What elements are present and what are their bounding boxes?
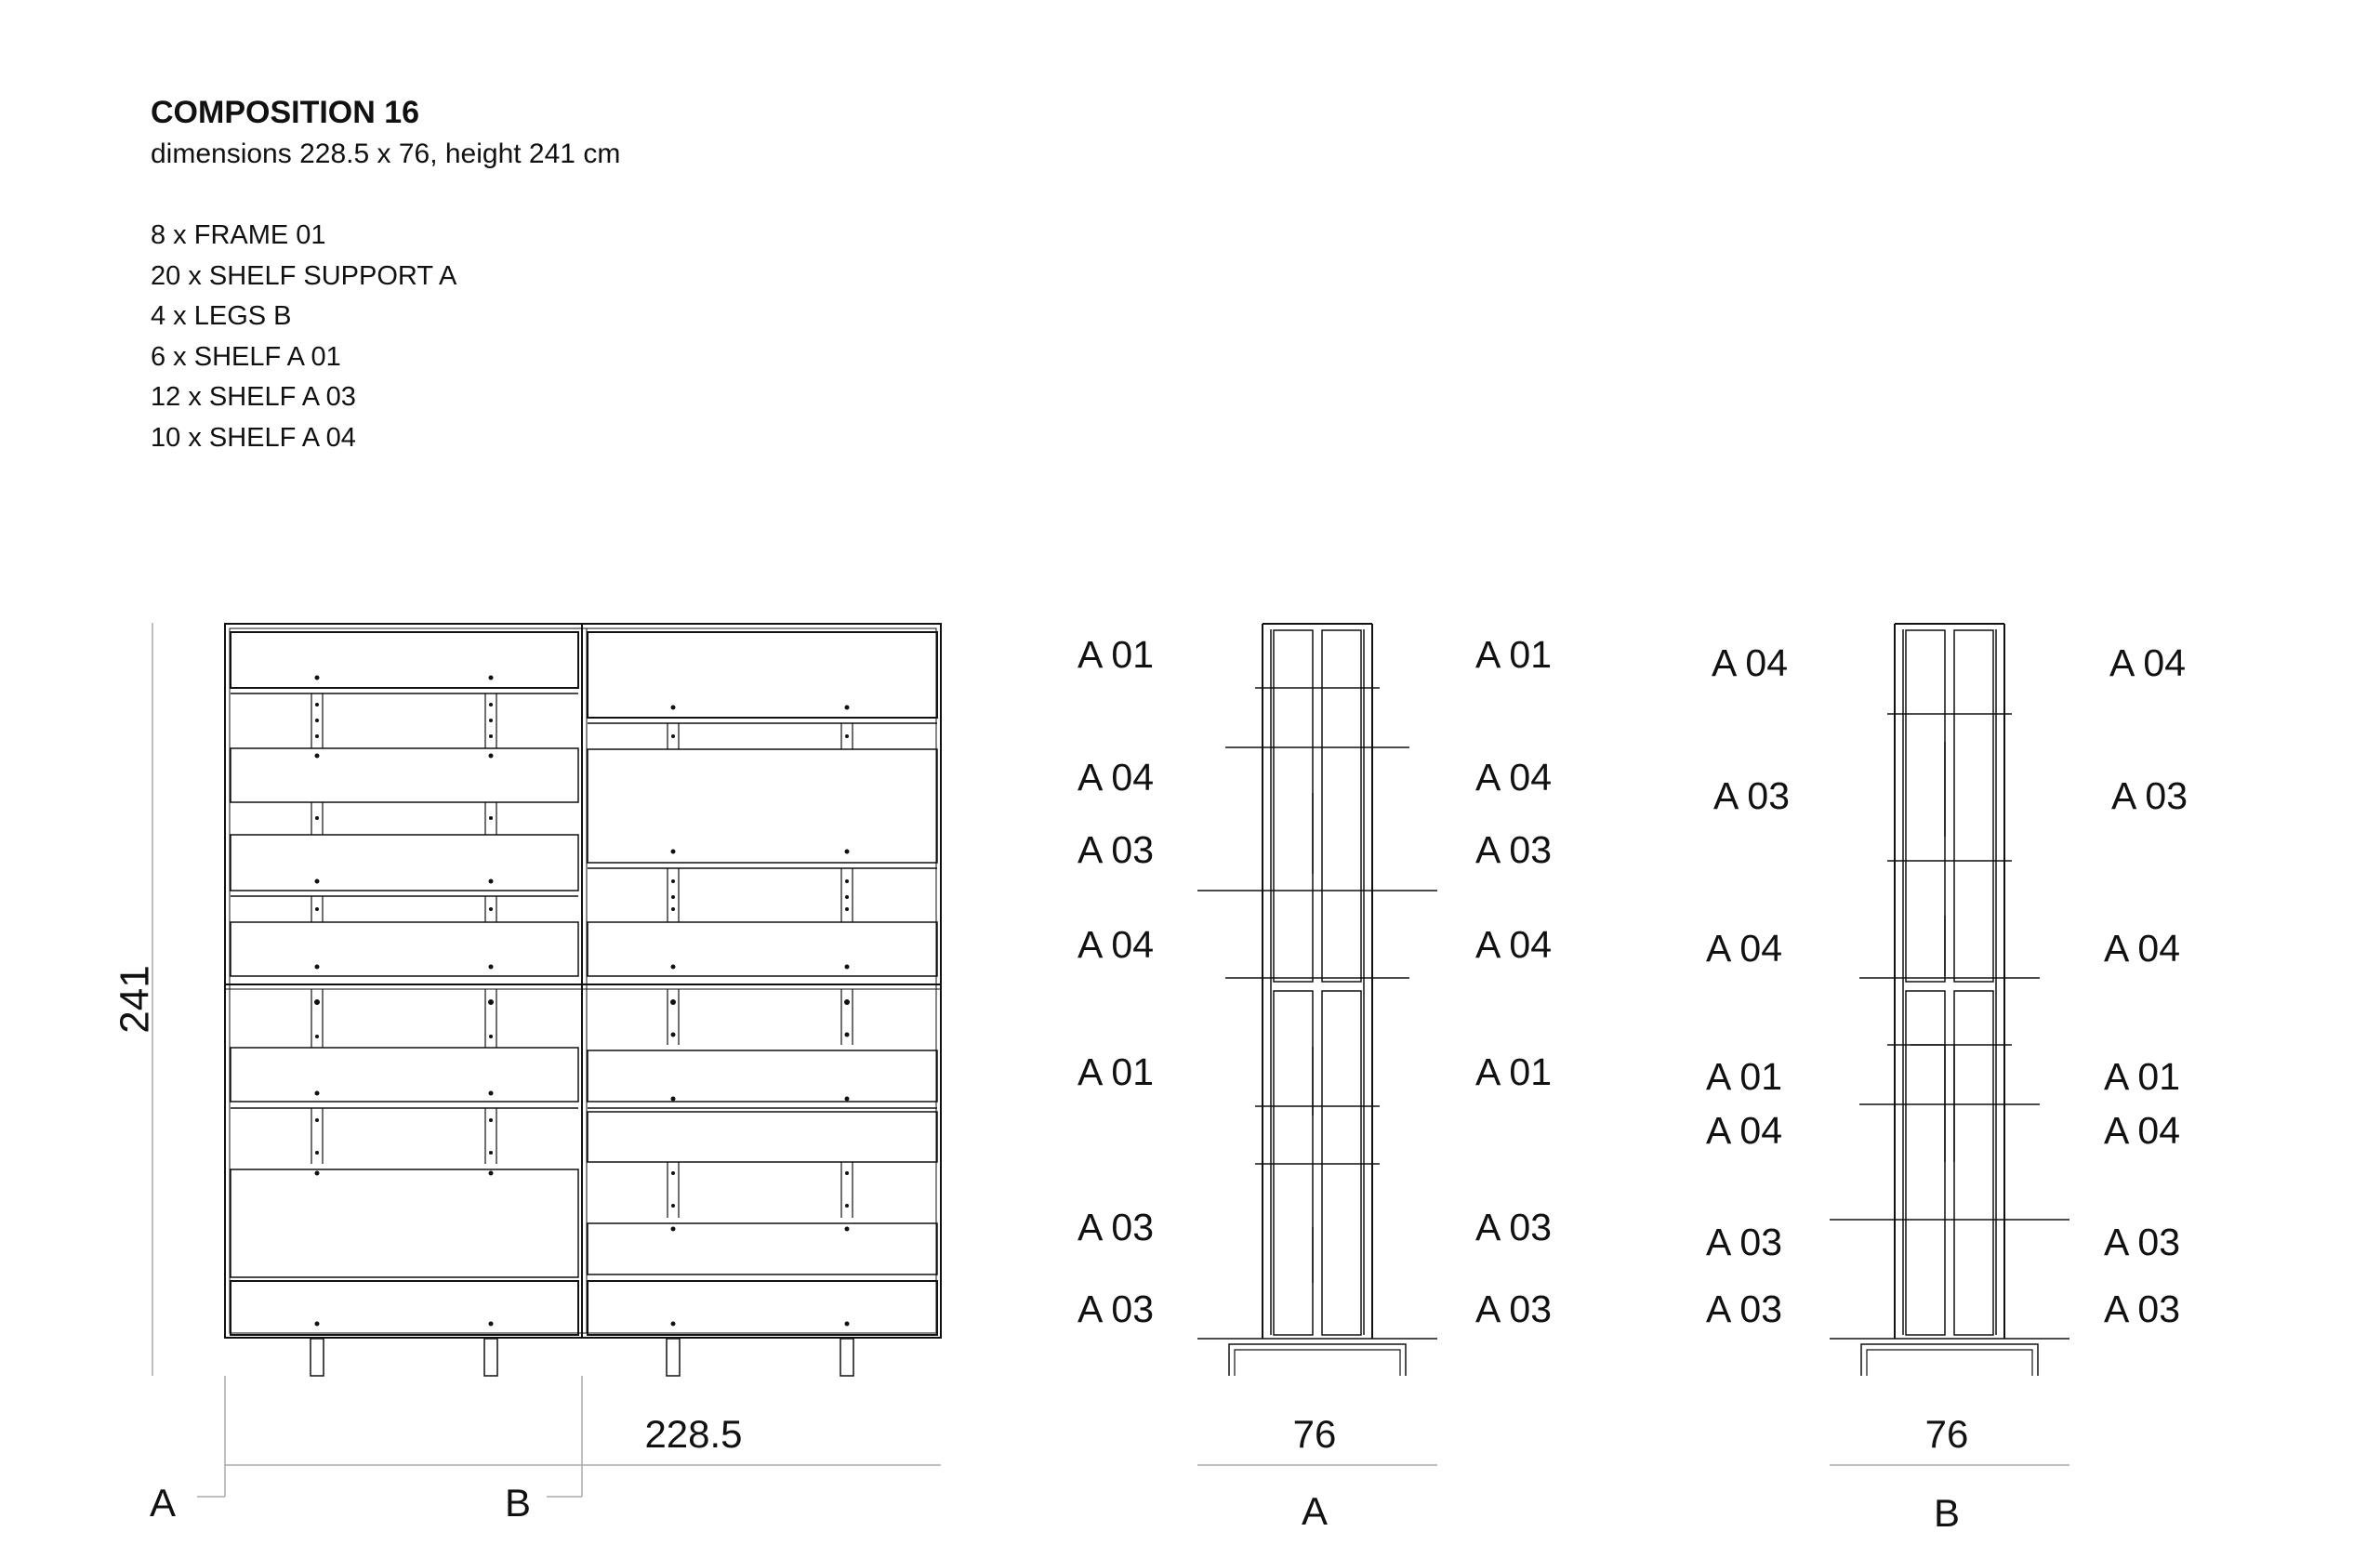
composition-title: COMPOSITION 16: [151, 95, 420, 130]
shelf-a04: [230, 921, 579, 977]
shelf-label: A 04: [1078, 756, 1154, 799]
section-a-view: [1197, 623, 1437, 1466]
shelf-label: A 04: [1712, 641, 1788, 684]
section-a-legs: [1228, 1343, 1407, 1376]
shelf-label: A 03: [2104, 1288, 2180, 1330]
shelf-supports: [311, 693, 853, 1218]
fixing-dots: [314, 675, 850, 1327]
shelf-label: A 04: [2104, 1109, 2180, 1152]
header: COMPOSITION 16 dimensions 228.5 x 76, he…: [151, 91, 620, 458]
shelf-a01: [230, 631, 579, 689]
shelf-label: A 01: [1078, 1050, 1154, 1093]
shelf-label: A 03: [2104, 1221, 2180, 1263]
section-b-shelf-lines: [1830, 713, 2069, 1340]
shelf-label: A 03: [1078, 1206, 1154, 1248]
parts-list-item: 12 x SHELF A 03: [151, 382, 356, 412]
section-a-shelf-lines: [1197, 687, 1437, 1340]
shelf-a04: [230, 747, 579, 803]
shelf-a03: [587, 1222, 938, 1275]
shelf-label: A 04: [1475, 756, 1552, 799]
shelf-label: A 01: [2104, 1055, 2180, 1098]
shelf-a03: [230, 834, 579, 891]
shelf-label: A 03: [1475, 1288, 1552, 1330]
section-a-title: A: [1302, 1489, 1328, 1533]
shelf-label: A 01: [1475, 1050, 1552, 1093]
shelf-label: A 03: [1475, 1206, 1552, 1248]
parts-list-item: 20 x SHELF SUPPORT A: [151, 260, 457, 291]
shelf-a01: [587, 1050, 938, 1103]
section-b-depth-label: 76: [1925, 1412, 1969, 1456]
section-b-marker: B: [505, 1481, 531, 1525]
shelf-label: A 03: [1713, 774, 1790, 817]
shelf-label: A 01: [1706, 1055, 1782, 1098]
shelf-a01: [230, 1047, 579, 1103]
parts-list-item: 8 x FRAME 01: [151, 220, 326, 250]
shelf-label: A 04: [2104, 927, 2180, 970]
drawing-labels: 241 228.5 A B A 01 A 04 A 03 A 04 A 01 A…: [112, 633, 2188, 1535]
shelf-label: A 04: [1706, 927, 1782, 970]
legs-b: [310, 1338, 854, 1377]
parts-list: 8 x FRAME 01 20 x SHELF SUPPORT A 4 x LE…: [151, 216, 620, 458]
section-b-title: B: [1934, 1491, 1960, 1535]
shelf-label: A 03: [1706, 1221, 1782, 1263]
parts-list-item: 10 x SHELF A 04: [151, 422, 356, 453]
shelf-a03: [587, 1280, 938, 1336]
shelf-label: A 01: [1078, 633, 1154, 676]
section-b-view: [1830, 623, 2069, 1466]
shelf-label: A 03: [1475, 828, 1552, 871]
shelf-a03: [230, 1280, 579, 1336]
composition-dimensions: dimensions 228.5 x 76, height 241 cm: [151, 139, 621, 169]
shelf-label: A 04: [1706, 1109, 1782, 1152]
shelf-a03: [587, 1111, 938, 1163]
shelf-label: A 04: [1078, 923, 1154, 966]
shelf-label: A 04: [1475, 923, 1552, 966]
shelf-label: A 04: [2109, 641, 2186, 684]
shelf-a04: [230, 1169, 579, 1278]
front-elevation: [152, 623, 942, 1498]
height-label: 241: [112, 965, 158, 1033]
width-label: 228.5: [644, 1412, 742, 1456]
shelf-label: A 03: [2111, 774, 2188, 817]
section-b-legs: [1860, 1343, 2039, 1376]
shelf-label: A 03: [1078, 1288, 1154, 1330]
parts-list-item: 6 x SHELF A 01: [151, 341, 341, 372]
shelf-label: A 01: [1475, 633, 1552, 676]
shelf-a04: [587, 921, 938, 977]
shelf-label: A 03: [1078, 828, 1154, 871]
section-a-depth-label: 76: [1293, 1412, 1337, 1456]
shelf-label: A 03: [1706, 1288, 1782, 1330]
section-a-marker: A: [150, 1481, 176, 1525]
shelf-a04: [587, 748, 938, 864]
parts-list-item: 4 x LEGS B: [151, 301, 292, 331]
shelf-a01: [587, 631, 938, 719]
